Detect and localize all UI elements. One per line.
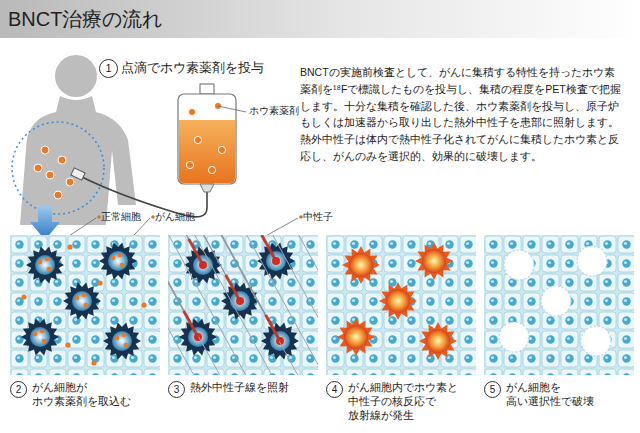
cell-illustration bbox=[10, 235, 160, 375]
neutron-hit bbox=[226, 275, 240, 301]
boron-dot bbox=[65, 342, 70, 347]
neutron-hit bbox=[184, 311, 198, 337]
boron-dot bbox=[97, 280, 102, 285]
cancer-cell bbox=[541, 286, 571, 316]
needle bbox=[71, 168, 85, 180]
cancer-cell bbox=[577, 246, 607, 276]
cancer-cell bbox=[581, 326, 611, 356]
normal-cells bbox=[484, 235, 634, 375]
normal-cells bbox=[326, 235, 476, 375]
cancer-cell bbox=[337, 318, 375, 356]
callout-number: 1 bbox=[99, 59, 118, 78]
step-caption: がん細胞を 高い選択性で破壊 bbox=[506, 381, 630, 409]
patient-silhouette bbox=[20, 55, 136, 225]
flow-arrow bbox=[30, 206, 60, 240]
cell-label: 正常細胞 bbox=[101, 210, 141, 224]
step-caption: 熱外中性子線を照射 bbox=[190, 381, 314, 395]
cancer-cell bbox=[379, 282, 417, 320]
normal-cells bbox=[168, 235, 318, 375]
boron-dot bbox=[66, 178, 74, 186]
iv-bag bbox=[178, 84, 236, 192]
cancer-cell bbox=[26, 246, 64, 283]
cell-illustration bbox=[168, 235, 318, 375]
cell-illustration bbox=[326, 235, 476, 375]
cancer-cell bbox=[103, 322, 141, 359]
boron-dot bbox=[34, 164, 42, 172]
boron-dot bbox=[58, 156, 66, 164]
cell-label: がん細胞 bbox=[155, 210, 195, 224]
bullet bbox=[299, 215, 303, 219]
boron-dot bbox=[46, 171, 54, 179]
cancer-cell bbox=[63, 282, 101, 319]
neutron-beam bbox=[218, 235, 301, 375]
cancer-cell bbox=[415, 242, 453, 280]
boron-dot bbox=[67, 244, 72, 249]
step-panel: 5 がん細胞を 高い選択性で破壊 bbox=[484, 235, 634, 409]
neutron-hit bbox=[189, 239, 203, 265]
focus-circle bbox=[12, 122, 104, 214]
description-text: BNCTの実施前検査として、がんに集積する特性を持ったホウ素薬剤を¹⁸Fで標識し… bbox=[300, 64, 622, 165]
callout-number: 2 bbox=[10, 381, 27, 398]
bullet bbox=[151, 215, 155, 219]
cancer-cell bbox=[499, 322, 529, 352]
step-caption: がん細胞内でホウ素と 中性子の核反応で 放射線が発生 bbox=[348, 381, 472, 422]
leader-line bbox=[218, 106, 246, 112]
boron-dot bbox=[54, 191, 62, 199]
neutron-label: 中性子 bbox=[303, 210, 333, 224]
drug-label: ホウ素薬剤 bbox=[249, 104, 299, 118]
neutron-beam bbox=[296, 235, 318, 375]
boron-dot bbox=[91, 360, 96, 365]
step-panel: 3 熱外中性子線を照射 bbox=[168, 235, 318, 398]
cancer-cell bbox=[99, 242, 137, 279]
boron-dot bbox=[141, 302, 146, 307]
cancer-cell bbox=[342, 246, 380, 284]
normal-cells bbox=[10, 235, 160, 375]
boron-dot bbox=[21, 294, 26, 299]
title-bar bbox=[0, 0, 640, 38]
callout-number: 4 bbox=[326, 381, 343, 398]
neutron-beam bbox=[168, 235, 223, 375]
step-panel: 2 がん細胞が ホウ素薬剤を取込む bbox=[10, 235, 160, 409]
title: BNCT治療の流れ bbox=[8, 6, 162, 33]
neutron-beam bbox=[244, 235, 318, 375]
callout-number: 5 bbox=[484, 381, 501, 398]
cancer-cell bbox=[21, 318, 59, 355]
step-caption: がん細胞が ホウ素薬剤を取込む bbox=[32, 381, 156, 409]
neutron-beam bbox=[168, 235, 171, 375]
cancer-cell bbox=[419, 322, 457, 360]
callout-number: 3 bbox=[168, 381, 185, 398]
cancer-cell bbox=[504, 250, 534, 280]
step-panel: 4 がん細胞内でホウ素と 中性子の核反応で 放射線が発生 bbox=[326, 235, 476, 422]
neutron-hit bbox=[262, 235, 276, 261]
boron-dot bbox=[41, 146, 49, 154]
neutron-beam bbox=[168, 235, 197, 375]
cell-illustration bbox=[484, 235, 634, 375]
neutron-hit bbox=[266, 315, 280, 341]
step-text: 点滴でホウ素薬剤を投与 bbox=[121, 59, 264, 77]
bullet bbox=[97, 215, 101, 219]
